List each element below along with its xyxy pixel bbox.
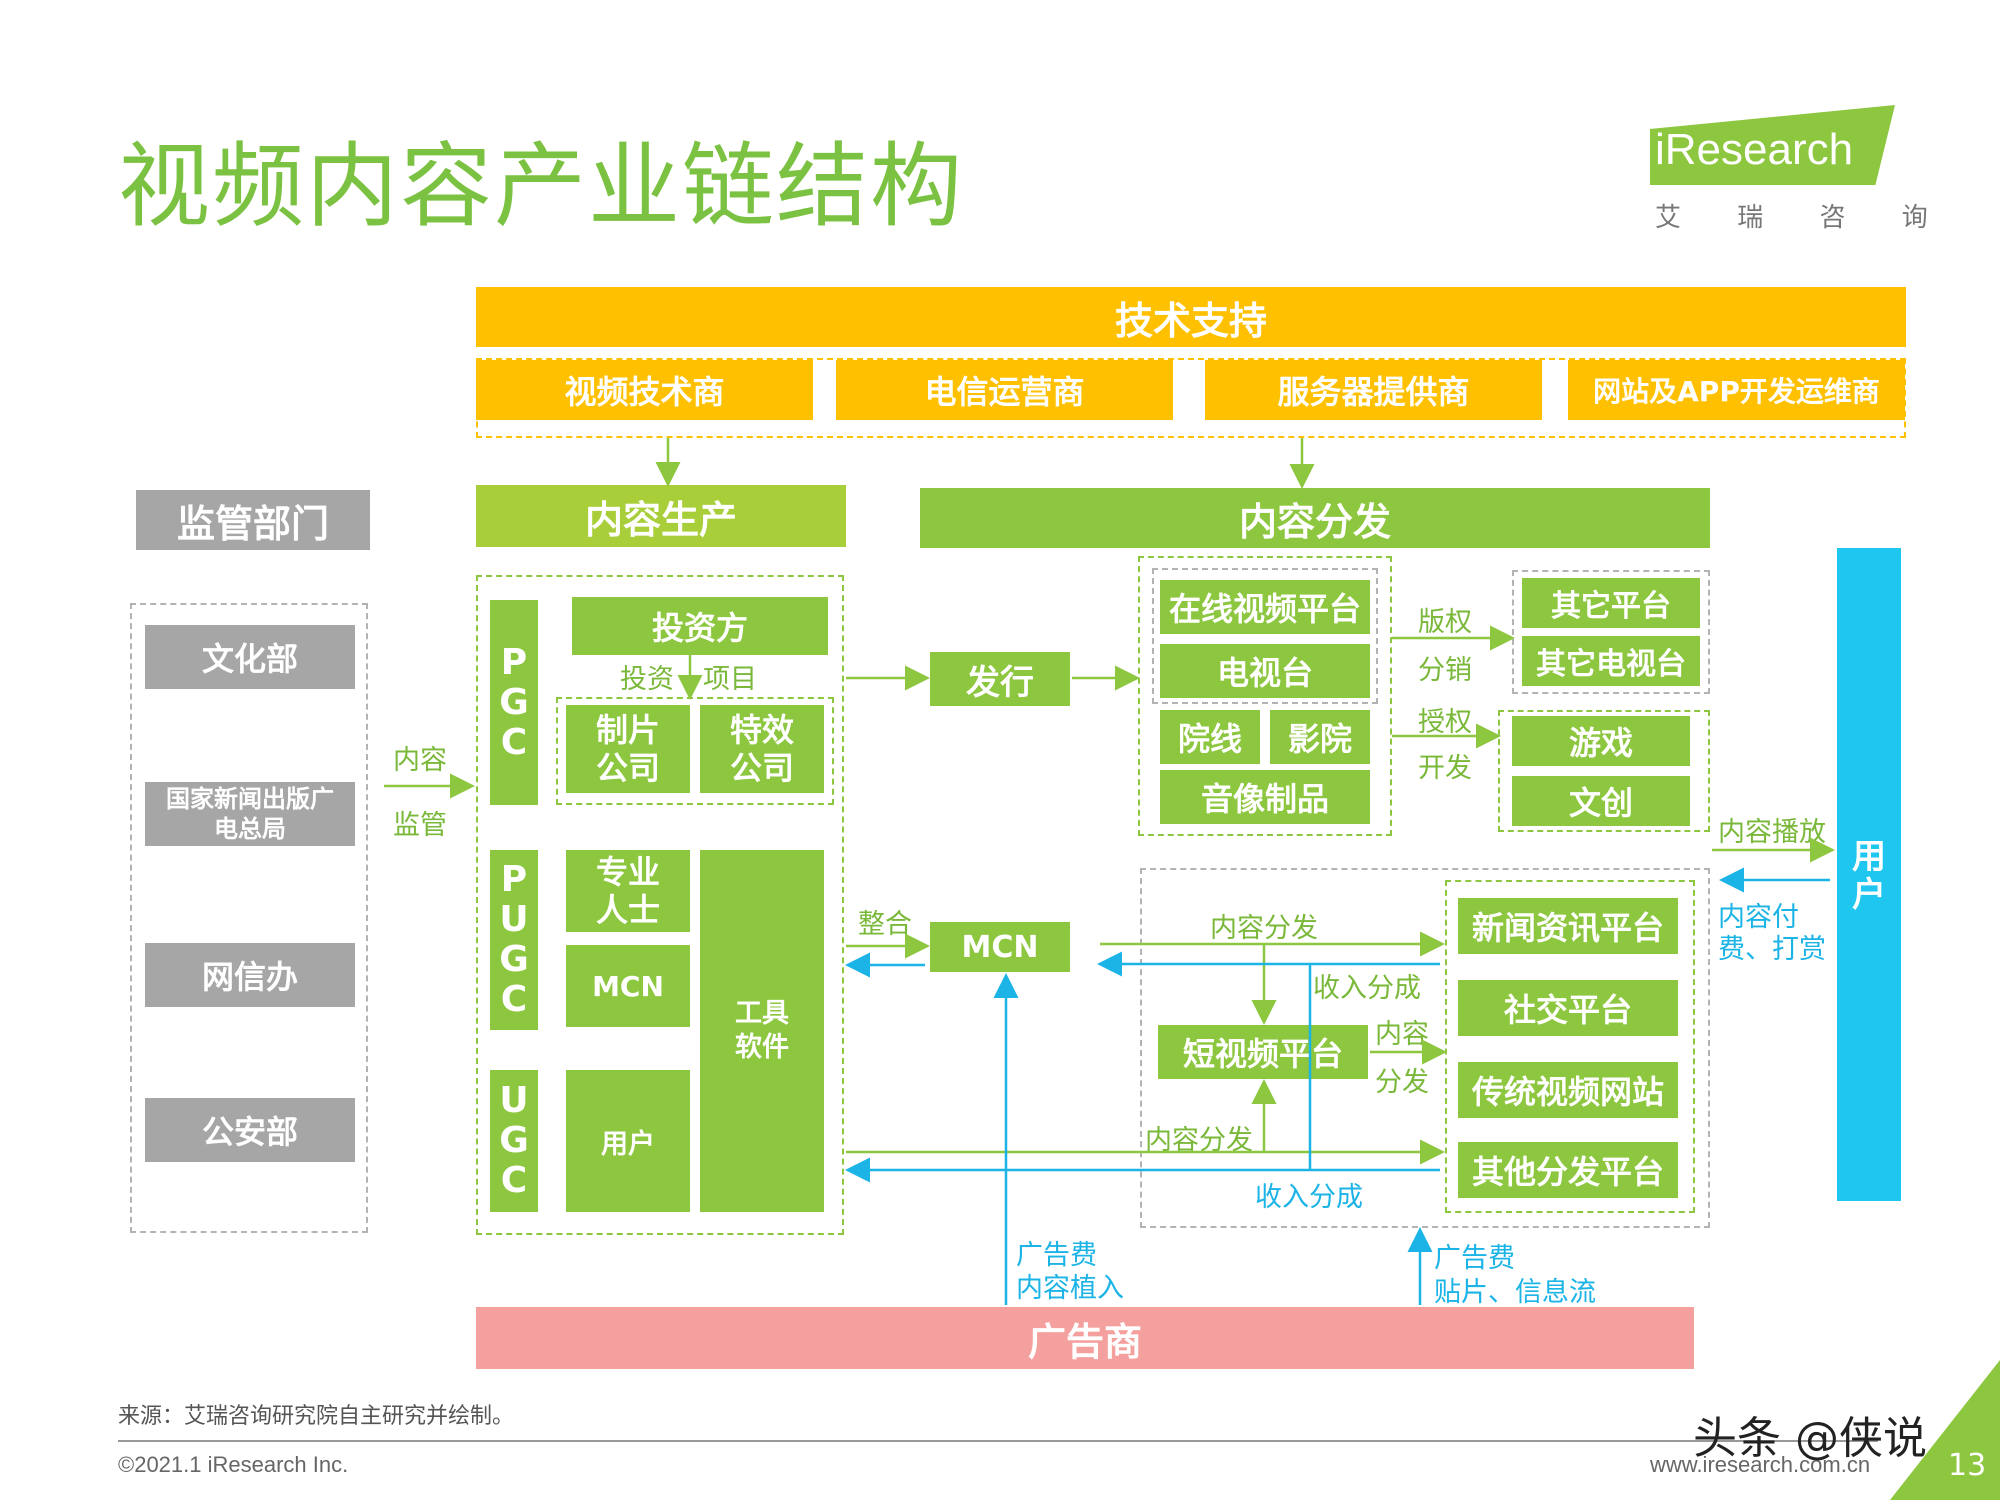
logo: iResearch 艾 瑞 咨 询 [1650,105,1928,235]
label-revenue-share: 收入分成 [1313,973,1421,1004]
logo-sub: 艾 瑞 咨 询 [1655,203,1952,233]
regulation-sapprft: 国家新闻出版广电总局 [145,782,355,846]
regulation-group [130,603,368,1233]
label-ad-fee1: 广告费 [1016,1240,1097,1271]
label-integrate: 整合 [858,909,912,940]
label-ad-place2: 贴片、信息流 [1434,1277,1596,1308]
other-tv-box: 其它电视台 [1522,636,1700,686]
site-url: www.iresearch.com.cn [1650,1452,1871,1477]
page-number: 13 [1948,1448,1987,1483]
regulation-label-content: 内容 [393,745,447,776]
theater-box: 影院 [1270,710,1370,764]
pugc-mcn-box: MCN [566,945,690,1027]
footer-divider [118,1440,1878,1442]
production-header: 内容生产 [476,485,846,547]
issue-box: 发行 [930,652,1070,706]
label-ad-fee2: 广告费 [1434,1243,1515,1274]
tech-item-telecom: 电信运营商 [836,360,1173,420]
label-invest: 投资 [620,664,674,695]
production-group [476,575,844,1235]
cinema-box: 院线 [1160,710,1260,764]
pgc-label: P G C [490,600,538,805]
cultural-box: 文创 [1512,776,1690,826]
label-revenue-share2: 收入分成 [1255,1182,1363,1213]
tech-item-server: 服务器提供商 [1205,360,1542,420]
advertiser-bar: 广告商 [476,1307,1694,1369]
short-video-box: 短视频平台 [1158,1025,1368,1079]
regulation-culture: 文化部 [145,625,355,689]
ugc-label: U G C [490,1070,538,1212]
label-resale: 分销 [1418,655,1472,686]
game-box: 游戏 [1512,716,1690,766]
label-copyright: 版权 [1418,607,1472,638]
ugc-user-box: 用户 [566,1070,690,1212]
regulation-police: 公安部 [145,1098,355,1162]
news-platform-box: 新闻资讯平台 [1458,898,1678,954]
av-products-box: 音像制品 [1160,770,1370,824]
studio-box: 制片公司 [566,705,690,793]
other-platform-box: 其它平台 [1522,578,1700,628]
traditional-video-box: 传统视频网站 [1458,1062,1678,1118]
pugc-label: P U G C [490,850,538,1030]
tech-item-video: 视频技术商 [476,360,813,420]
online-tv-group [1152,568,1378,704]
copyright: ©2021.1 iResearch Inc. [118,1452,349,1477]
social-platform-box: 社交平台 [1458,980,1678,1036]
label-content-play: 内容播放 [1718,817,1826,848]
regulation-header: 监管部门 [136,490,370,550]
source-note: 来源：艾瑞咨询研究院自主研究并绘制。 [118,1404,515,1429]
mcn-box: MCN [930,922,1070,972]
other-dist-box: 其他分发平台 [1458,1142,1678,1198]
label-ad-place1: 内容植入 [1016,1273,1124,1304]
regulation-label-supervise: 监管 [393,810,447,841]
label-project: 项目 [703,664,757,695]
regulation-cac: 网信办 [145,943,355,1007]
label-dist2: 分发 [1375,1067,1429,1098]
label-develop: 开发 [1418,753,1472,784]
professional-box: 专业人士 [566,850,690,932]
distribution-header: 内容分发 [920,488,1710,548]
traditional-channel-group [1138,556,1392,836]
tech-header: 技术支持 [476,287,1906,347]
page-title: 视频内容产业链结构 [118,133,965,240]
online-video-box: 在线视频平台 [1160,580,1370,634]
vfx-box: 特效公司 [700,705,824,793]
label-content-dist: 内容分发 [1210,913,1318,944]
tools-box: 工具软件 [700,850,824,1212]
label-content2: 内容 [1375,1019,1429,1050]
label-license: 授权 [1418,707,1472,738]
users-bar: 用户 [1837,548,1901,1201]
watermark: 头条 @侠说 [1693,1413,1927,1464]
logo-brand: iResearch [1655,125,1854,174]
tech-item-app: 网站及APP开发运维商 [1568,360,1905,420]
tv-station-box: 电视台 [1160,644,1370,698]
label-content-pay: 内容付费、打赏 [1718,902,1826,965]
derivatives-group [1498,710,1710,832]
investor-box: 投资方 [572,597,828,655]
